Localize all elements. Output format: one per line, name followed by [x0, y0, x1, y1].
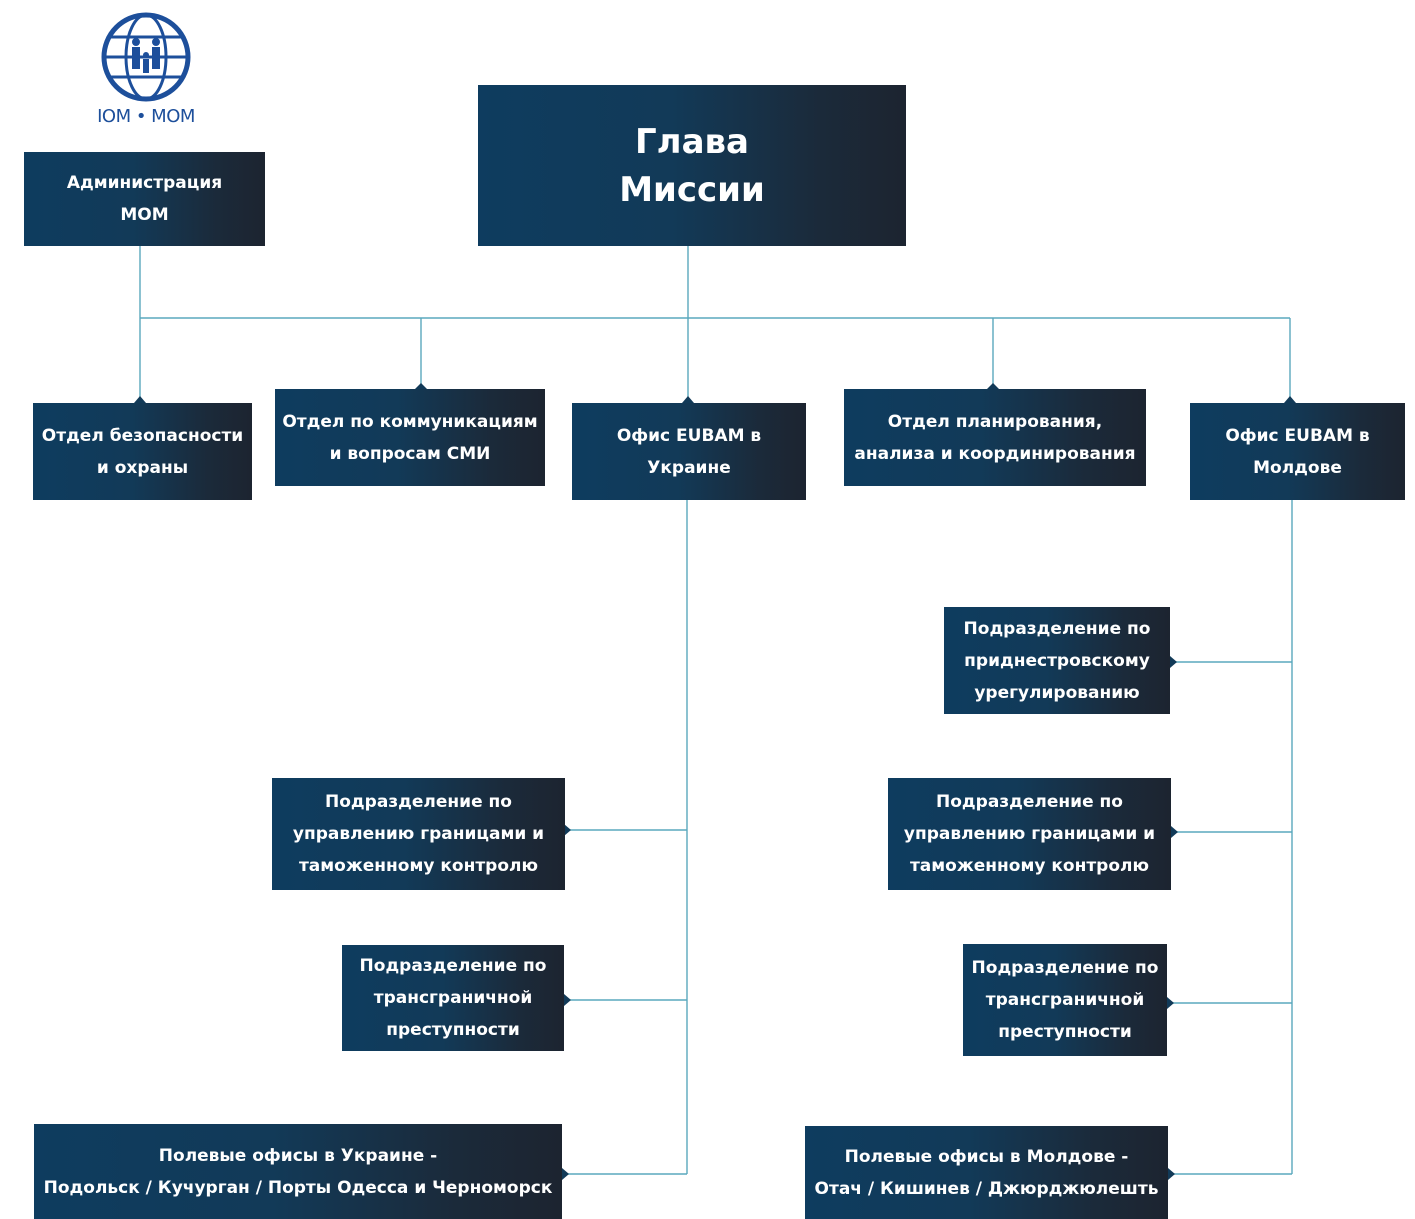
- moldova-field-offices-label: Полевые офисы в Молдове - Отач / Кишинев…: [814, 1146, 1159, 1199]
- head-of-mission-label: Глава Миссии: [619, 121, 765, 210]
- ukraine-field-offices-box: Полевые офисы в Украине - Подольск / Куч…: [34, 1124, 562, 1219]
- ukraine-field-offices-label: Полевые офисы в Украине - Подольск / Куч…: [43, 1145, 553, 1198]
- moldova-field-offices-box: Полевые офисы в Молдове - Отач / Кишинев…: [805, 1126, 1168, 1219]
- iom-administration-label: Администрация МОМ: [66, 173, 223, 225]
- eubam-moldova-office-box: Офис EUBAM в Молдове: [1190, 403, 1405, 500]
- eubam-moldova-office-label: Офис EUBAM в Молдове: [1225, 425, 1370, 478]
- eubam-ukraine-office-label: Офис EUBAM в Украине: [616, 425, 762, 478]
- moldova-crossborder-crime-unit-box: Подразделение по трансграничной преступн…: [963, 944, 1167, 1056]
- security-department-label: Отдел безопасности и охраны: [41, 425, 244, 478]
- ukraine-border-customs-unit-box: Подразделение по управлению границами и …: [272, 778, 565, 890]
- ukraine-border-customs-unit-label: Подразделение по управлению границами и …: [292, 792, 545, 876]
- communications-department-label: Отдел по коммуникациям и вопросам СМИ: [282, 411, 538, 464]
- iom-logo: [101, 12, 191, 102]
- ukraine-crossborder-crime-unit-box: Подразделение по трансграничной преступн…: [342, 945, 564, 1051]
- head-of-mission-box: Глава Миссии: [478, 85, 906, 246]
- transnistrian-settlement-unit-box: Подразделение по приднестровскому урегул…: [944, 607, 1170, 714]
- iom-administration-box: Администрация МОМ: [24, 152, 265, 246]
- eubam-ukraine-office-box: Офис EUBAM в Украине: [572, 403, 806, 500]
- transnistrian-settlement-unit-label: Подразделение по приднестровскому урегул…: [963, 618, 1151, 703]
- moldova-crossborder-crime-unit-label: Подразделение по трансграничной преступн…: [971, 958, 1159, 1042]
- moldova-border-customs-unit-label: Подразделение по управлению границами и …: [903, 792, 1156, 876]
- planning-department-box: Отдел планирования, анализа и координиро…: [844, 389, 1146, 486]
- planning-department-label: Отдел планирования, анализа и координиро…: [854, 411, 1136, 464]
- security-department-box: Отдел безопасности и охраны: [33, 403, 252, 500]
- moldova-border-customs-unit-box: Подразделение по управлению границами и …: [888, 778, 1171, 890]
- communications-department-box: Отдел по коммуникациям и вопросам СМИ: [275, 389, 545, 486]
- ukraine-crossborder-crime-unit-label: Подразделение по трансграничной преступн…: [359, 956, 547, 1040]
- logo-text: IOM • MOM: [97, 106, 195, 127]
